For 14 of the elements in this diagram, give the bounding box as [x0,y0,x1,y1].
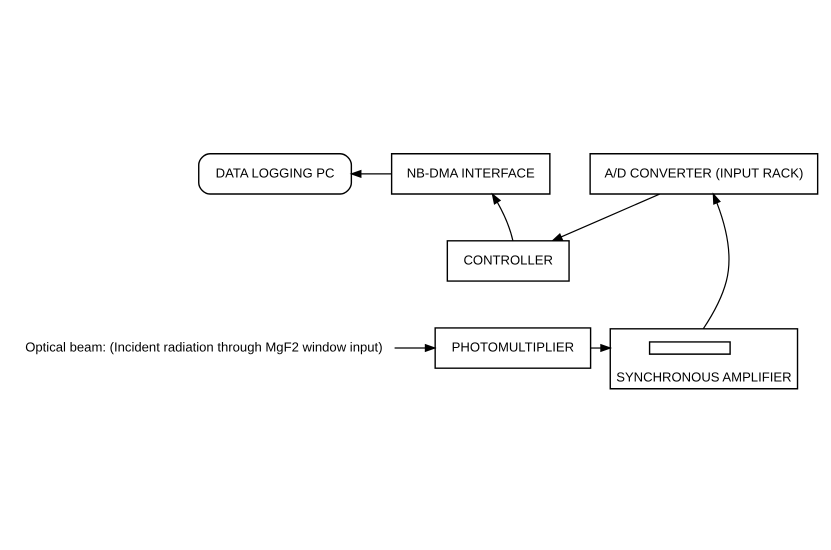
arrow [491,192,514,241]
node-box: A/D CONVERTER (INPUT RACK) [589,153,818,195]
node-bar [648,341,731,355]
node-box: CONTROLLER [446,240,570,282]
node-box: DATA LOGGING PC [198,153,352,195]
node-box: NB-DMA INTERFACE [390,153,551,195]
node-box: PHOTOMULTIPLIER [434,327,592,369]
node-text: Optical beam: (Incident radiation through MgF2 window input) [25,340,383,354]
arrow [350,170,392,178]
arrow [550,193,660,242]
arrow [394,344,437,352]
arrow [590,344,612,352]
cluster: SYNCHRONOUS AMPLIFIER [610,328,798,390]
arrow [702,192,730,330]
